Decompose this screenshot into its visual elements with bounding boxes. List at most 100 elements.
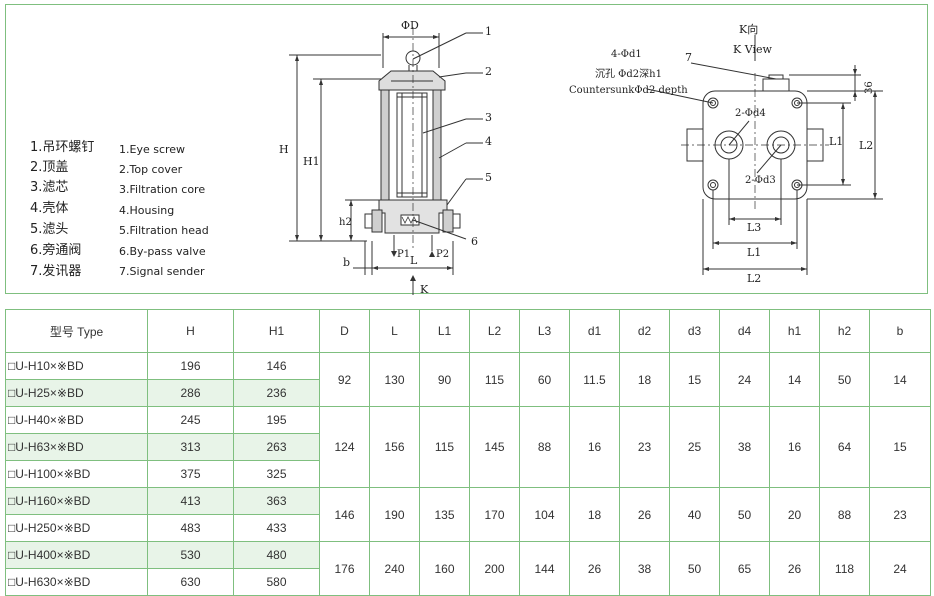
legend-cn-7: 7.发讯器: [30, 264, 82, 279]
header-H1: H1: [233, 309, 320, 353]
D-cell: 176: [319, 541, 370, 596]
dim-h2-label: h2: [339, 217, 352, 228]
L1-cell: 115: [419, 406, 470, 488]
header-D: D: [319, 309, 370, 353]
L2-cell: 170: [469, 487, 520, 542]
H1-cell: 195: [233, 406, 320, 434]
d4-cell: 50: [719, 487, 770, 542]
d1-cell: 11.5: [569, 352, 620, 407]
header-b: b: [869, 309, 931, 353]
d2-cell: 26: [619, 487, 670, 542]
H-cell: 630: [147, 568, 234, 596]
model-cell: □U-H25×※BD: [5, 379, 148, 407]
d1-cell: 18: [569, 487, 620, 542]
d3-cell: 40: [669, 487, 720, 542]
header-L1: L1: [419, 309, 470, 353]
d1-cell: 26: [569, 541, 620, 596]
dim-L-label: L: [410, 254, 418, 267]
header-H: H: [147, 309, 234, 353]
d4-cell: 38: [719, 406, 770, 488]
callout-3: 3: [485, 111, 492, 124]
d4-cell: 65: [719, 541, 770, 596]
d3-cell: 25: [669, 406, 720, 488]
h1-cell: 16: [769, 406, 820, 488]
legend-cn-5: 5.滤头: [30, 222, 69, 237]
table-row: □U-H10×※BD 196 146 92 130 90 115 60 11.5…: [5, 352, 931, 407]
dim-D-label: ΦD: [401, 19, 419, 32]
legend-cn-2: 2.顶盖: [30, 160, 69, 175]
b-cell: 24: [869, 541, 931, 596]
L3-cell: 144: [519, 541, 570, 596]
countersunk-en-label: CountersunkΦd2 depth: [569, 85, 688, 96]
L-cell: 240: [369, 541, 420, 596]
H1-cell: 580: [233, 568, 320, 596]
legend-en-5: 5.Filtration head: [119, 224, 209, 237]
H-cell: 286: [147, 379, 234, 407]
callout-1: 1: [485, 25, 492, 38]
spec-table: 型号 Type H H1 D L L1 L2 L3 d1 d2 d3 d4 h1…: [5, 309, 931, 596]
D-cell: 124: [319, 406, 370, 488]
H-cell: 530: [147, 541, 234, 569]
header-h2: h2: [819, 309, 870, 353]
L2-cell: 115: [469, 352, 520, 407]
model-cell: □U-H630×※BD: [5, 568, 148, 596]
d1-cell: 16: [569, 406, 620, 488]
table-row: □U-H40×※BD 245 195 124 156 115 145 88 16…: [5, 406, 931, 488]
dim-L2-horizontal-label: L2: [747, 272, 761, 285]
k-view-label: K View: [733, 43, 772, 56]
L1-cell: 90: [419, 352, 470, 407]
header-h1: h1: [769, 309, 820, 353]
H-cell: 313: [147, 433, 234, 461]
header-d2: d2: [619, 309, 670, 353]
table-row: □U-H400×※BD 530 480 176 240 160 200 144 …: [5, 541, 931, 596]
h2-cell: 88: [819, 487, 870, 542]
d3-cell: 15: [669, 352, 720, 407]
H1-cell: 146: [233, 352, 320, 380]
H-cell: 413: [147, 487, 234, 515]
d2-cell: 38: [619, 541, 670, 596]
legend-cn-1: 1.吊环螺钉: [30, 140, 95, 155]
H1-cell: 236: [233, 379, 320, 407]
model-cell: □U-H10×※BD: [5, 352, 148, 380]
L-cell: 156: [369, 406, 420, 488]
header-L: L: [369, 309, 420, 353]
D-cell: 92: [319, 352, 370, 407]
side-view-K: 7 K向 K View 4-Φd1 沉孔 Φd2深h1 CountersunkΦ…: [569, 22, 883, 285]
legend-en-3: 3.Filtration core: [119, 183, 206, 196]
H1-cell: 433: [233, 514, 320, 542]
h1-cell: 20: [769, 487, 820, 542]
dim-L1-horizontal-label: L1: [747, 246, 761, 259]
dim-H1-label: H1: [303, 155, 320, 168]
h1-cell: 26: [769, 541, 820, 596]
legend-en-2: 2.Top cover: [119, 163, 183, 176]
L-cell: 130: [369, 352, 420, 407]
b-cell: 14: [869, 352, 931, 407]
L1-cell: 160: [419, 541, 470, 596]
front-section-view: ΦD H H1 h2 b L P1 P2 K 1 2 3 4 5 6: [279, 19, 492, 295]
drawing-panel: 1.吊环螺钉 1.Eye screw 2.顶盖 2.Top cover 3.滤芯…: [5, 4, 928, 295]
d4-cell: 24: [719, 352, 770, 407]
k-direction-label: K向: [739, 22, 758, 36]
dim-L1-vertical-label: L1: [829, 135, 843, 148]
H-cell: 196: [147, 352, 234, 380]
callout-4: 4: [485, 135, 492, 148]
header-L2: L2: [469, 309, 520, 353]
model-cell: □U-H40×※BD: [5, 406, 148, 434]
header-d4: d4: [719, 309, 770, 353]
table-header-row: 型号 Type H H1 D L L1 L2 L3 d1 d2 d3 d4 h1…: [5, 309, 931, 353]
model-cell: □U-H250×※BD: [5, 514, 148, 542]
callout-5: 5: [485, 171, 492, 184]
H-cell: 375: [147, 460, 234, 488]
countersunk-cn-label: 沉孔 Φd2深h1: [595, 67, 662, 80]
header-L3: L3: [519, 309, 570, 353]
view-arrow-K-label: K: [420, 283, 429, 295]
H1-cell: 363: [233, 487, 320, 515]
legend-cn-3: 3.滤芯: [30, 180, 69, 195]
h1-cell: 14: [769, 352, 820, 407]
L1-cell: 135: [419, 487, 470, 542]
L2-cell: 200: [469, 541, 520, 596]
model-cell: □U-H400×※BD: [5, 541, 148, 569]
legend-en-1: 1.Eye screw: [119, 143, 186, 156]
d2-cell: 23: [619, 406, 670, 488]
H1-cell: 263: [233, 433, 320, 461]
